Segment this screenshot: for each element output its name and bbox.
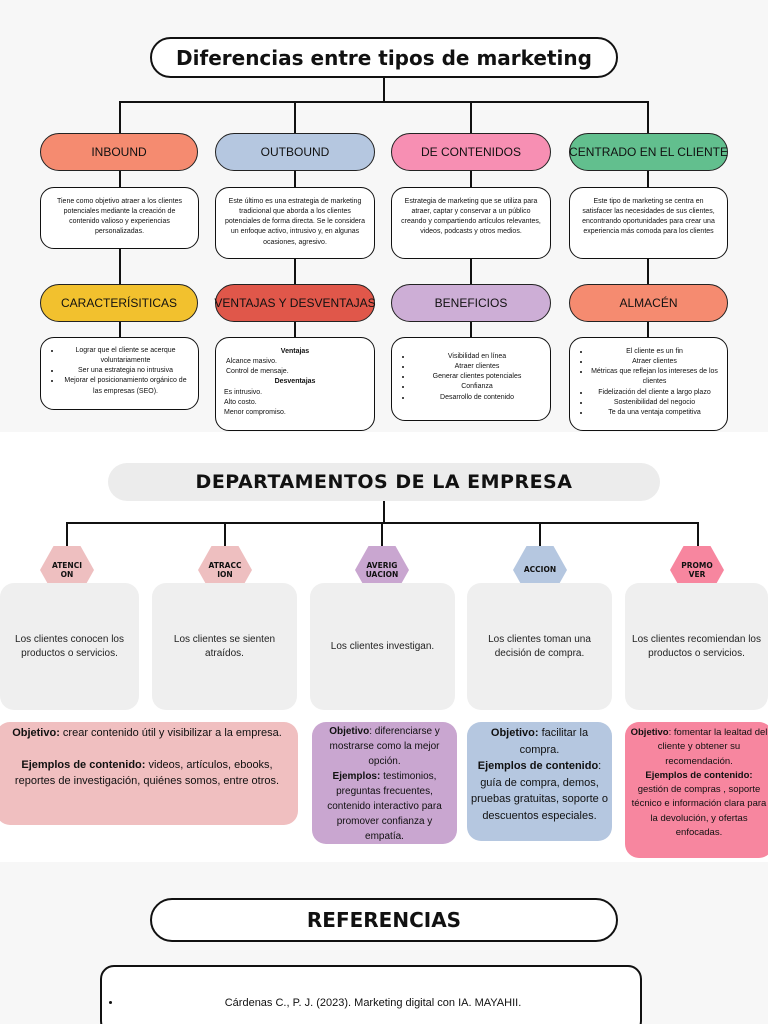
objective-atencion-atraccion: Objetivo: crear contenido útil y visibil… bbox=[0, 722, 298, 825]
desventajas-title: Desventajas bbox=[274, 378, 316, 386]
card-contenidos-description: Estrategia de marketing que se utiliza p… bbox=[391, 187, 551, 259]
card-outbound-description: Este último es una estrategia de marketi… bbox=[215, 187, 375, 259]
card-ventajas-desventajas: Ventajas Alcance masivo. Control de mens… bbox=[215, 337, 375, 431]
list-item: Menor compromiso. bbox=[224, 408, 286, 416]
marketing-section: Diferencias entre tipos de marketing INB… bbox=[0, 0, 768, 432]
pill-outbound: OUTBOUND bbox=[215, 133, 375, 171]
pill-beneficios: BENEFICIOS bbox=[391, 284, 551, 322]
objective-accion: Objetivo: facilitar la compra. Ejemplos … bbox=[467, 722, 612, 841]
list-item: El cliente es un fin bbox=[590, 347, 719, 357]
reference-item: Cárdenas C., P. J. (2023). Marketing dig… bbox=[122, 997, 624, 1009]
dept-card-atencion: Los clientes conocen los productos o ser… bbox=[0, 583, 139, 710]
list-item: Generar clientes potenciales bbox=[412, 372, 542, 382]
objective-promover: Objetivo: fomentar la lealtad del client… bbox=[625, 722, 768, 858]
list-item: Alcance masivo. bbox=[226, 358, 277, 366]
pill-inbound: INBOUND bbox=[40, 133, 198, 171]
pill-almacen: ALMACÉN bbox=[569, 284, 728, 322]
references-box: Cárdenas C., P. J. (2023). Marketing dig… bbox=[100, 965, 642, 1024]
pill-ventajas-desventajas: VENTAJAS Y DESVENTAJAS bbox=[214, 284, 376, 322]
list-item: Lograr que el cliente se acerque volunta… bbox=[61, 346, 190, 366]
list-item: Ser una estrategia no intrusiva bbox=[61, 366, 190, 376]
pill-centrado-cliente: CENTRADO EN EL CLIENTE bbox=[569, 133, 728, 171]
list-item: Control de mensaje. bbox=[226, 368, 289, 376]
references-title: REFERENCIAS bbox=[150, 898, 618, 942]
list-item: Visibilidad en línea bbox=[412, 352, 542, 362]
card-centrado-description: Este tipo de marketing se centra en sati… bbox=[569, 187, 728, 259]
list-item: Confianza bbox=[412, 382, 542, 392]
list-item: Alto costo. bbox=[224, 398, 257, 406]
dept-card-promover: Los clientes recomiendan los productos o… bbox=[625, 583, 768, 710]
departments-title: DEPARTAMENTOS DE LA EMPRESA bbox=[108, 463, 660, 501]
pill-caracteristicas: CARACTERÍSITICAS bbox=[40, 284, 198, 322]
list-item: Atraer clientes bbox=[412, 362, 542, 372]
card-almacen: El cliente es un fin Atraer clientes Mét… bbox=[569, 337, 728, 431]
list-item: Fidelización del cliente a largo plazo bbox=[590, 388, 719, 398]
objective-averiguacion: Objetivo: diferenciarse y mostrarse como… bbox=[312, 722, 457, 844]
list-item: Métricas que reflejan los intereses de l… bbox=[590, 367, 719, 387]
card-beneficios: Visibilidad en línea Atraer clientes Gen… bbox=[391, 337, 551, 421]
list-item: Sostenibilidad del negocio bbox=[590, 398, 719, 408]
ventajas-title: Ventajas bbox=[280, 348, 310, 355]
dept-card-averiguacion: Los clientes investigan. bbox=[310, 583, 455, 710]
list-item: Desarrollo de contenido bbox=[412, 393, 542, 403]
dept-card-atraccion: Los clientes se sienten atraídos. bbox=[152, 583, 297, 710]
pill-contenidos: DE CONTENIDOS bbox=[391, 133, 551, 171]
marketing-title: Diferencias entre tipos de marketing bbox=[150, 37, 618, 78]
list-item: Mejorar el posicionamiento orgánico de l… bbox=[61, 376, 190, 396]
dept-card-accion: Los clientes toman una decisión de compr… bbox=[467, 583, 612, 710]
list-item: Es intrusivo. bbox=[224, 388, 263, 396]
card-caracteristicas: Lograr que el cliente se acerque volunta… bbox=[40, 337, 199, 410]
list-item: Te da una ventaja competitiva bbox=[590, 408, 719, 418]
list-item: Atraer clientes bbox=[590, 357, 719, 367]
card-inbound-description: Tiene como objetivo atraer a los cliente… bbox=[40, 187, 199, 249]
